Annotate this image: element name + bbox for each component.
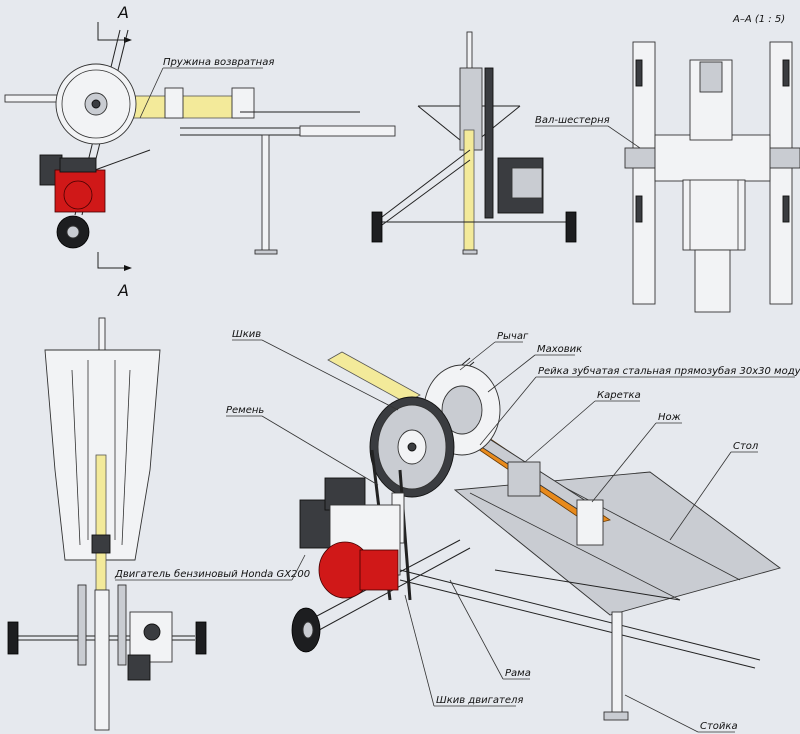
- section-letter-top: A: [117, 3, 129, 22]
- iso-stand: [611, 611, 623, 715]
- section-view: A–A (1 : 5) Вал-шестерня: [535, 14, 800, 313]
- yellow-beam: [129, 95, 241, 119]
- label-shkiv-dvigatelya-leader: [404, 594, 435, 707]
- top-wheel-right: [195, 621, 207, 655]
- top-engine-cap: [143, 623, 161, 641]
- label-rychag: Рычаг: [497, 331, 529, 342]
- iso-flywheel-hub: [441, 385, 483, 435]
- label-makhovik-leader: [487, 354, 536, 393]
- iso-yellow-beam: [327, 351, 421, 404]
- section-letter-bottom: A: [117, 281, 129, 300]
- label-reyka: Рейка зубчатая стальная прямозубая 30х30…: [538, 365, 800, 377]
- iso-pulley-axle: [407, 442, 417, 452]
- table-end: [299, 125, 396, 137]
- top-beam: [95, 454, 107, 591]
- section-bottom-blade: [694, 249, 731, 313]
- label-stol: Стол: [733, 441, 759, 452]
- iso-table: [453, 471, 782, 616]
- top-wheel-left: [7, 621, 19, 655]
- section-rack-top: [699, 61, 723, 93]
- top-carriage: [91, 534, 111, 554]
- label-shkiv-dvigatelya: Шкив двигателя: [436, 695, 523, 706]
- iso-frame-rail-4: [399, 579, 756, 669]
- flywheel-axle: [91, 99, 101, 109]
- section-arrow-bottom: [124, 265, 132, 271]
- label-remen-leader: [261, 415, 379, 486]
- front-engine-cover: [511, 167, 543, 199]
- stand-foot: [254, 249, 278, 255]
- top-frame-rail: [94, 589, 110, 731]
- front-view: [371, 31, 577, 255]
- section-housing: [654, 134, 771, 182]
- front-frame-left: [377, 149, 471, 221]
- top-table-rail-2: [121, 369, 131, 546]
- label-stoyka: Стойка: [700, 721, 738, 732]
- section-marker-top: [97, 22, 130, 41]
- label-stoyka-leader: [624, 694, 699, 733]
- section-right-tooth-1: [782, 59, 790, 87]
- label-remen: Ремень: [226, 405, 264, 416]
- section-right-tooth-2: [782, 195, 790, 223]
- engine-tank: [59, 157, 97, 173]
- section-left-tooth-1: [635, 59, 643, 87]
- label-rychag-leader: [459, 341, 496, 371]
- flywheel-rim: [61, 69, 131, 139]
- front-brace-left: [417, 105, 461, 141]
- carriage-block: [164, 87, 184, 119]
- label-karetka: Каретка: [597, 390, 641, 401]
- front-frame-left-b: [381, 159, 471, 226]
- wheel-hub-side: [66, 225, 80, 239]
- front-belt: [484, 67, 494, 219]
- label-karetka-leader: [524, 400, 596, 463]
- section-title: A–A (1 : 5): [732, 14, 785, 25]
- label-val-leader: [607, 125, 641, 149]
- label-pruzhina-leader: [139, 67, 164, 119]
- iso-knife: [576, 499, 604, 546]
- label-pruzhina: Пружина возвратная: [163, 57, 274, 68]
- section-left-tooth-2: [635, 195, 643, 223]
- top-engine-filter: [127, 654, 151, 681]
- front-foot: [462, 249, 478, 255]
- iso-frame-rail-3: [399, 569, 761, 661]
- label-makhovik: Маховик: [537, 344, 582, 355]
- top-view: Двигатель бензиновый Honda GX200: [7, 317, 310, 731]
- iso-table-rail-1: [469, 492, 681, 601]
- top-table-rail-1: [71, 369, 81, 546]
- label-dvigatel: Двигатель бензиновый Honda GX200: [114, 568, 310, 580]
- front-wheel-left: [371, 211, 383, 243]
- top-pulley-edge: [117, 584, 127, 666]
- iso-frame-rail-2: [309, 547, 471, 636]
- side-view: A A Пружина возвратная: [4, 3, 396, 300]
- front-brace-right: [477, 105, 521, 141]
- iso-belt-right: [398, 469, 412, 601]
- label-nozh: Нож: [658, 412, 681, 423]
- frame-brace: [94, 149, 151, 171]
- isometric-view: Шкив Рычаг Маховик Рейка зубчатая стальн…: [226, 329, 800, 733]
- label-shkiv-leader: [261, 339, 399, 411]
- stand-leg: [261, 134, 270, 254]
- front-wheel-right: [565, 211, 577, 243]
- iso-table-edge: [494, 569, 681, 601]
- label-rama: Рама: [505, 668, 531, 679]
- label-stol-leader: [669, 451, 732, 541]
- label-val-shesternya: Вал-шестерня: [535, 115, 610, 126]
- label-rama-leader: [449, 579, 504, 680]
- front-beam: [463, 129, 475, 251]
- iso-carriage: [507, 461, 541, 497]
- label-reyka-leader: [479, 376, 537, 446]
- iso-wheel-hub: [302, 621, 314, 639]
- section-marker-bottom: [97, 252, 130, 269]
- top-flywheel-edge: [77, 584, 87, 666]
- section-lower-column: [682, 179, 746, 251]
- label-dvigatel-leader: [291, 554, 306, 581]
- knife-block: [231, 87, 255, 119]
- label-nozh-leader: [591, 422, 657, 503]
- engine-fan-cover: [63, 180, 93, 210]
- iso-stand-foot: [603, 711, 629, 721]
- label-shkiv: Шкив: [232, 329, 261, 340]
- iso-engine-block: [359, 549, 399, 591]
